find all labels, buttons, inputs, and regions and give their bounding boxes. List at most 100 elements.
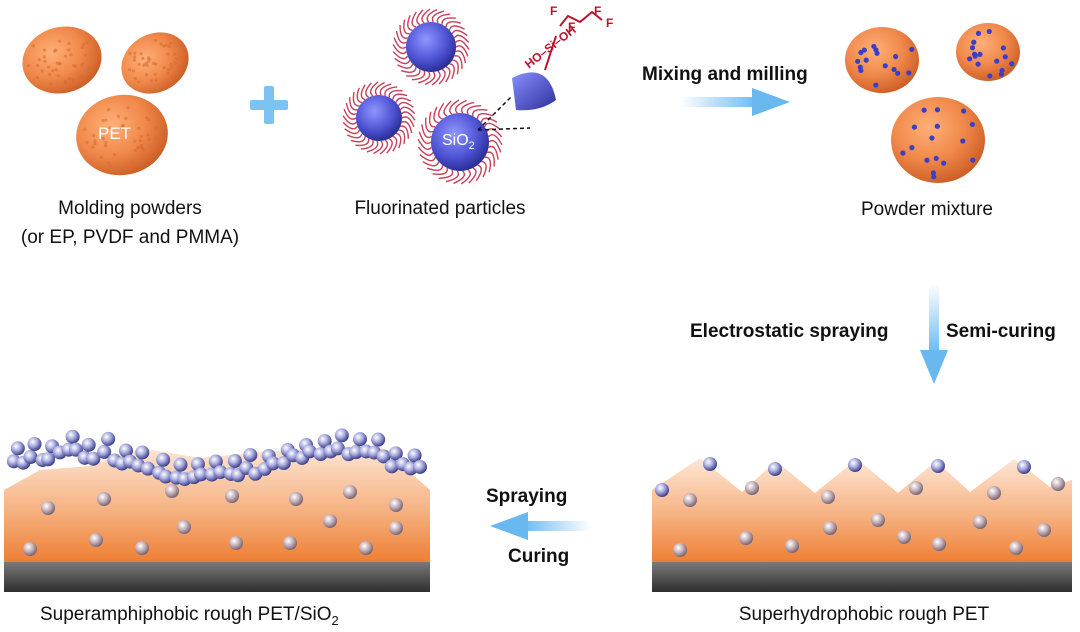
sio2-particle-bead bbox=[348, 445, 363, 460]
sio2-particle-bead bbox=[371, 432, 386, 447]
silica-dot bbox=[986, 28, 992, 35]
fluoro-chain bbox=[422, 161, 440, 167]
sio2-particle-bead bbox=[243, 447, 258, 462]
silica-dot bbox=[882, 63, 888, 69]
superamphiphobic-coating bbox=[4, 428, 430, 592]
fluoro-chain bbox=[433, 106, 439, 124]
fluoro-chain bbox=[449, 99, 460, 115]
sio2-particle-bead bbox=[823, 521, 837, 535]
sio2-particle-bead bbox=[165, 484, 179, 498]
fluoro-chain bbox=[441, 17, 456, 25]
rough-pet-layer bbox=[652, 458, 1072, 562]
powder-speckle bbox=[103, 144, 108, 148]
powder-speckle bbox=[137, 80, 141, 84]
silica-cap bbox=[512, 72, 556, 111]
powder-speckle bbox=[179, 56, 183, 60]
powder-speckle bbox=[35, 76, 40, 80]
silica-dot bbox=[941, 160, 947, 166]
sio2-particle-bead bbox=[225, 489, 239, 503]
powder-speckle bbox=[169, 62, 173, 67]
sio2-particle-bead bbox=[932, 537, 946, 551]
silica-dot bbox=[871, 43, 877, 50]
powder-speckle bbox=[63, 79, 68, 83]
sio2-particle-bead bbox=[229, 536, 243, 550]
silica-dot bbox=[909, 145, 915, 151]
sio2-particle-bead bbox=[987, 486, 1001, 500]
fluorine-label: F bbox=[568, 20, 576, 34]
fluoro-chain bbox=[416, 9, 424, 26]
superhydrophobic-label: Superhydrophobic rough PET bbox=[738, 604, 990, 625]
powder-speckle bbox=[133, 51, 137, 55]
powder-speckle bbox=[69, 53, 73, 57]
powder-speckle bbox=[85, 141, 89, 145]
powder-speckle bbox=[31, 44, 36, 48]
fluoro-chain bbox=[448, 25, 465, 31]
sio2-particle-bead bbox=[821, 490, 835, 504]
sio2-particle-bead bbox=[330, 441, 345, 456]
powder-speckle bbox=[173, 52, 177, 56]
spraying-step-label: Spraying bbox=[486, 486, 568, 507]
sio2-particle-bead bbox=[323, 514, 337, 528]
fluoro-chain bbox=[421, 8, 431, 24]
powder-speckle bbox=[40, 69, 44, 73]
powder-speckle bbox=[112, 153, 116, 157]
fluoro-chain bbox=[488, 139, 502, 153]
fluoro-chain bbox=[419, 154, 437, 162]
fluoro-chain bbox=[455, 50, 467, 64]
silica-dot bbox=[895, 70, 901, 76]
powder-speckle bbox=[154, 136, 158, 140]
fluoro-chain bbox=[369, 81, 379, 97]
sio2-particle-bead bbox=[655, 483, 669, 497]
fluoro-chain bbox=[432, 167, 448, 176]
sio2-particle-bead bbox=[97, 444, 112, 459]
fluorine-label: F bbox=[606, 16, 614, 30]
powder-speckle bbox=[139, 134, 143, 138]
silica-dot bbox=[960, 138, 966, 144]
powder-speckle bbox=[162, 44, 166, 48]
fluoro-chain bbox=[486, 151, 495, 167]
fluoro-chain bbox=[379, 139, 389, 155]
powder-speckle bbox=[145, 73, 149, 77]
silica-dot bbox=[858, 67, 864, 74]
powder-speckle bbox=[167, 44, 172, 49]
powder-speckle bbox=[147, 57, 152, 61]
fluoro-chain bbox=[453, 170, 466, 185]
fluoro-chain bbox=[460, 169, 471, 185]
fluoro-chain bbox=[392, 44, 407, 55]
fluoro-chain bbox=[452, 59, 459, 75]
powder-speckle bbox=[101, 137, 105, 141]
powder-speckle bbox=[126, 106, 130, 110]
pet-powder-particle bbox=[76, 94, 168, 176]
silica-dot bbox=[934, 123, 940, 129]
sio2-particle-bead bbox=[1051, 477, 1065, 491]
powder-speckle bbox=[71, 78, 75, 82]
fluorine-label: F bbox=[550, 4, 558, 18]
silica-particle bbox=[356, 95, 402, 141]
mixture-particle bbox=[891, 97, 985, 183]
sio2-particle-bead bbox=[317, 434, 332, 449]
powder-speckle bbox=[54, 48, 58, 52]
powder-speckle bbox=[147, 60, 151, 64]
silane-bonds bbox=[544, 10, 603, 71]
silica-dot bbox=[1002, 54, 1008, 60]
powder-speckle bbox=[104, 118, 108, 122]
powder-speckle bbox=[154, 127, 158, 131]
powder-speckle bbox=[151, 61, 155, 65]
fluoro-chain bbox=[374, 81, 385, 96]
mixing-step-label: Mixing and milling bbox=[642, 64, 808, 85]
fluoro-chain bbox=[475, 164, 482, 182]
silica-dot bbox=[970, 157, 976, 163]
powder-speckle bbox=[146, 133, 150, 137]
powder-speckle bbox=[35, 63, 40, 68]
sio2-particle-bead bbox=[302, 444, 317, 459]
silica-dot bbox=[975, 30, 982, 36]
silica-dot bbox=[987, 73, 993, 79]
fluoro-chain bbox=[418, 71, 431, 84]
fluoro-chain bbox=[373, 140, 384, 155]
sio2-particle-bead bbox=[673, 543, 687, 557]
semicuring-step-label: Semi-curing bbox=[946, 321, 1056, 342]
fluoro-chain bbox=[438, 169, 454, 179]
powder-speckle bbox=[169, 65, 173, 69]
powder-mixture-group bbox=[845, 23, 1020, 183]
